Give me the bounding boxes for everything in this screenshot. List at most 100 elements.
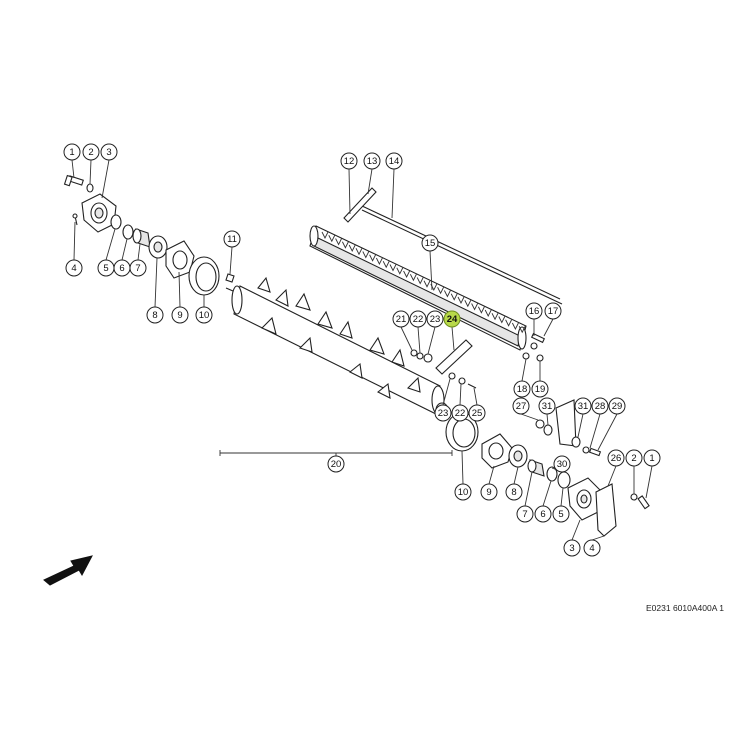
callout-c-13[interactable]: 13 (363, 152, 381, 170)
callout-circle (426, 310, 444, 328)
leader-line (101, 159, 110, 199)
callout-c-11[interactable]: 11 (223, 230, 241, 248)
leader-line (560, 487, 564, 507)
callout-number: 27 (516, 401, 527, 412)
callout-circle (340, 152, 358, 170)
callout-circle (409, 310, 427, 328)
leader-line (121, 238, 128, 261)
callout-c-10-right[interactable]: 10 (454, 483, 472, 501)
leader-line (105, 228, 116, 261)
callout-c-21[interactable]: 21 (392, 310, 410, 328)
callout-c-3-left[interactable]: 3 (100, 143, 118, 161)
callout-c-27[interactable]: 27 (512, 397, 530, 415)
callout-c-2-left[interactable]: 2 (82, 143, 100, 161)
leader-line (521, 358, 527, 382)
callout-c-31-a[interactable]: 31 (538, 397, 556, 415)
callout-circle (434, 404, 452, 422)
callout-c-8-left[interactable]: 8 (146, 306, 164, 324)
callout-number: 14 (389, 156, 400, 167)
callout-circle (392, 310, 410, 328)
callout-c-5-left[interactable]: 5 (97, 259, 115, 277)
callout-c-17[interactable]: 17 (544, 302, 562, 320)
callout-c-5-right[interactable]: 5 (552, 505, 570, 523)
callout-c-9-left[interactable]: 9 (171, 306, 189, 324)
callout-c-14[interactable]: 14 (385, 152, 403, 170)
leader-line (427, 326, 436, 355)
callout-c-30[interactable]: 30 (553, 455, 571, 473)
grate-tooth (375, 257, 383, 266)
leader-line (571, 519, 581, 541)
callout-c-15[interactable]: 15 (421, 234, 439, 252)
callout-number: 24 (447, 314, 458, 325)
callout-number: 26 (611, 453, 622, 464)
callout-c-31-b[interactable]: 31 (574, 397, 592, 415)
callout-c-23-low[interactable]: 23 (434, 404, 452, 422)
leader-line (543, 318, 554, 337)
callout-c-20[interactable]: 20 (327, 455, 345, 473)
callout-c-7-left[interactable]: 7 (129, 259, 147, 277)
callout-c-29[interactable]: 29 (608, 397, 626, 415)
callout-number: 12 (344, 156, 355, 167)
callout-c-7-right[interactable]: 7 (516, 505, 534, 523)
callout-number: 8 (152, 310, 157, 321)
callout-c-22-top[interactable]: 22 (409, 310, 427, 328)
callout-circle (443, 310, 461, 328)
callout-c-3-right[interactable]: 3 (563, 539, 581, 557)
flange-housing-part (81, 193, 117, 233)
callout-c-22-low[interactable]: 22 (451, 404, 469, 422)
callout-c-8-right[interactable]: 8 (505, 483, 523, 501)
callout-c-4-right[interactable]: 4 (583, 539, 601, 557)
callout-number: 18 (517, 384, 528, 395)
callout-c-25[interactable]: 25 (468, 404, 486, 422)
grate-tooth (498, 316, 506, 324)
callout-c-6-left[interactable]: 6 (113, 259, 131, 277)
callout-c-1-left[interactable]: 1 (63, 143, 81, 161)
leader-line (178, 271, 181, 308)
callout-c-10-left[interactable]: 10 (195, 306, 213, 324)
callout-circle (608, 397, 626, 415)
leader-line (429, 250, 433, 291)
leader-line (645, 465, 653, 499)
bearing-part (148, 235, 168, 259)
right-end-assembly (445, 412, 650, 537)
callout-number: 15 (425, 238, 436, 249)
callout-circle (223, 230, 241, 248)
leader-line (520, 413, 539, 421)
callout-c-28[interactable]: 28 (591, 397, 609, 415)
callout-number: 29 (612, 401, 623, 412)
callout-c-6-right[interactable]: 6 (534, 505, 552, 523)
callout-c-1-right[interactable]: 1 (643, 449, 661, 467)
callout-c-9-right[interactable]: 9 (480, 483, 498, 501)
screw-part (72, 213, 78, 226)
callout-c-24[interactable]: 24 (443, 310, 461, 328)
callout-circle (421, 234, 439, 252)
callout-c-19[interactable]: 19 (531, 380, 549, 398)
callout-c-18[interactable]: 18 (513, 380, 531, 398)
grate-tooth (341, 241, 349, 249)
callout-circle (552, 505, 570, 523)
callout-c-23-top[interactable]: 23 (426, 310, 444, 328)
leader-line (607, 465, 617, 487)
grate-tooth (335, 238, 343, 246)
callout-circle (505, 483, 523, 501)
grate-tooth (491, 313, 499, 321)
callout-c-2-right[interactable]: 2 (625, 449, 643, 467)
leader-line (451, 326, 455, 351)
callout-circle (63, 143, 81, 161)
callout-circle (516, 505, 534, 523)
callout-c-26[interactable]: 26 (607, 449, 625, 467)
leader-line (73, 221, 76, 261)
callout-c-4-left[interactable]: 4 (65, 259, 83, 277)
callout-circle (385, 152, 403, 170)
callout-c-16[interactable]: 16 (525, 302, 543, 320)
bolt-part (63, 174, 84, 187)
leader-line (71, 159, 75, 179)
callout-c-12[interactable]: 12 (340, 152, 358, 170)
leader-line (89, 159, 92, 185)
callout-number: 5 (103, 263, 108, 274)
arrow-icon (43, 555, 93, 586)
grate-tooth (464, 300, 472, 308)
callout-circle (513, 380, 531, 398)
